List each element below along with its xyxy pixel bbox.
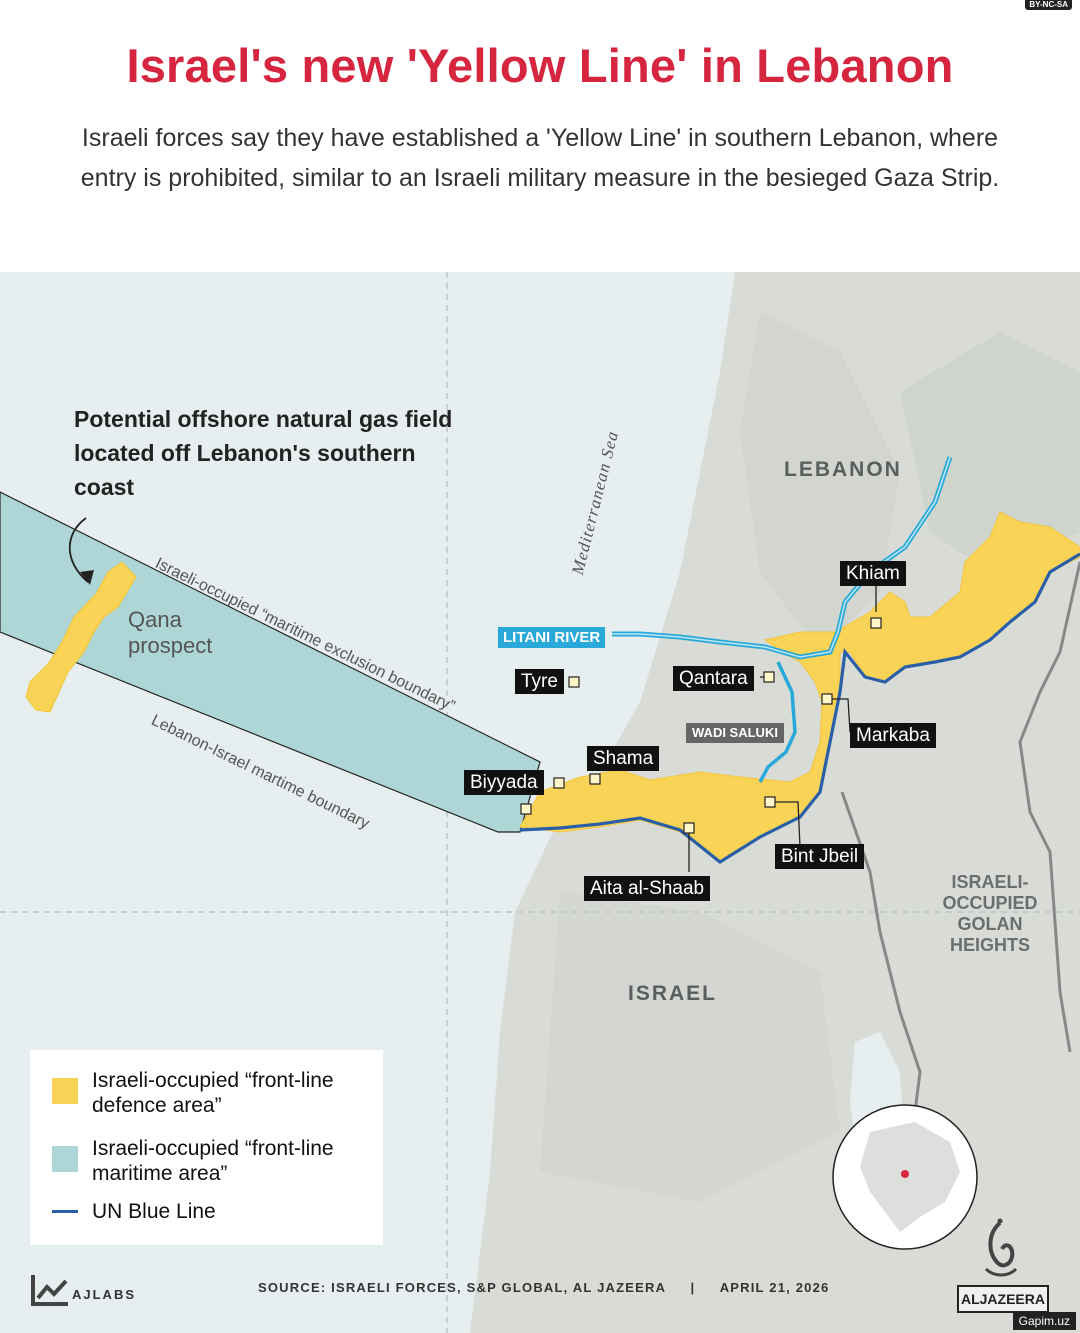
- place-markaba: Markaba: [850, 723, 936, 748]
- legend-swatch-defence: [52, 1078, 78, 1104]
- legend-label-blue-line: UN Blue Line: [92, 1200, 216, 1223]
- source-text: SOURCE: ISRAELI FORCES, S&P GLOBAL, AL J…: [258, 1280, 666, 1295]
- map: LEBANON ISRAEL ISRAELI-OCCUPIED GOLAN HE…: [0, 272, 1080, 1333]
- aljazeera-calligraphy-icon: [984, 1218, 1018, 1277]
- gas-field-annotation: Potential offshore natural gas field loc…: [74, 406, 453, 500]
- qana-prospect: [25, 561, 137, 713]
- place-shama: Shama: [587, 746, 660, 771]
- legend-swatch-maritime: [52, 1146, 78, 1172]
- place-biyyada: Biyyada: [464, 770, 544, 795]
- watermark: Gapim.uz: [1012, 1312, 1076, 1330]
- terrain-shading-2: [900, 332, 1080, 572]
- place-qantara: Qantara: [673, 666, 754, 691]
- markaba-leader: [828, 698, 851, 733]
- annotation-arrow: [68, 517, 89, 583]
- publish-date: APRIL 21, 2026: [719, 1280, 830, 1295]
- aljazeera-wordmark: ALJAZEERA: [957, 1285, 1049, 1313]
- khiam-marker: [870, 617, 882, 629]
- shama-marker: [589, 773, 601, 785]
- tyre-marker: [568, 676, 580, 688]
- place-khiam: Khiam: [840, 561, 906, 586]
- country-label-lebanon: LEBANON: [784, 458, 902, 481]
- legend-swatch-blue-line: [52, 1210, 78, 1213]
- locator-dot: [901, 1170, 909, 1178]
- legend-label-maritime: Israeli-occupied “front-line maritime ar…: [92, 1137, 334, 1185]
- page-subtitle: Israeli forces say they have established…: [80, 124, 1000, 192]
- litani-river-inner: [612, 456, 951, 658]
- map-base: [0, 272, 1080, 1333]
- bint-jbeil-leader: [770, 801, 801, 848]
- wadi-saluki-label: WADI SALUKI: [686, 723, 784, 743]
- border-line-2: [1018, 561, 1080, 1053]
- legend-label-defence: Israeli-occupied “front-line defence are…: [92, 1069, 334, 1117]
- litani-river-label: LITANI RIVER: [498, 627, 606, 648]
- biyyada-marker-2: [520, 803, 532, 815]
- qana-prospect-label: Qana prospect: [128, 607, 213, 658]
- qantara-marker: [763, 671, 775, 683]
- annotation-arrowhead: [80, 570, 94, 585]
- place-tyre: Tyre: [515, 669, 564, 694]
- biyyada-marker: [553, 777, 565, 789]
- bint-jbeil-marker: [764, 796, 776, 808]
- markaba-marker: [821, 693, 833, 705]
- globe-land: [860, 1122, 960, 1232]
- license-badge: BY-NC-SA: [1025, 0, 1072, 10]
- page-title: Israel's new 'Yellow Line' in Lebanon: [126, 39, 954, 92]
- place-bint-jbeil: Bint Jbeil: [775, 844, 865, 869]
- source-line: SOURCE: ISRAELI FORCES, S&P GLOBAL, AL J…: [258, 1280, 829, 1295]
- ajlabs-wordmark: AJLABS: [72, 1287, 137, 1302]
- place-aita-al-shaab: Aita al-Shaab: [584, 876, 711, 901]
- un-blue-line: [519, 552, 1080, 864]
- golan-label: ISRAELI-OCCUPIED GOLAN HEIGHTS: [942, 872, 1038, 955]
- wadi-saluki-stream: [758, 661, 797, 783]
- source-separator: |: [690, 1280, 696, 1295]
- ajlabs-logo-icon: [31, 1275, 68, 1306]
- terrain-shading-3: [540, 892, 840, 1202]
- legend: Israeli-occupied “front-line defence are…: [30, 1050, 383, 1245]
- aita-marker: [683, 822, 695, 834]
- country-label-israel: ISRAEL: [628, 982, 718, 1005]
